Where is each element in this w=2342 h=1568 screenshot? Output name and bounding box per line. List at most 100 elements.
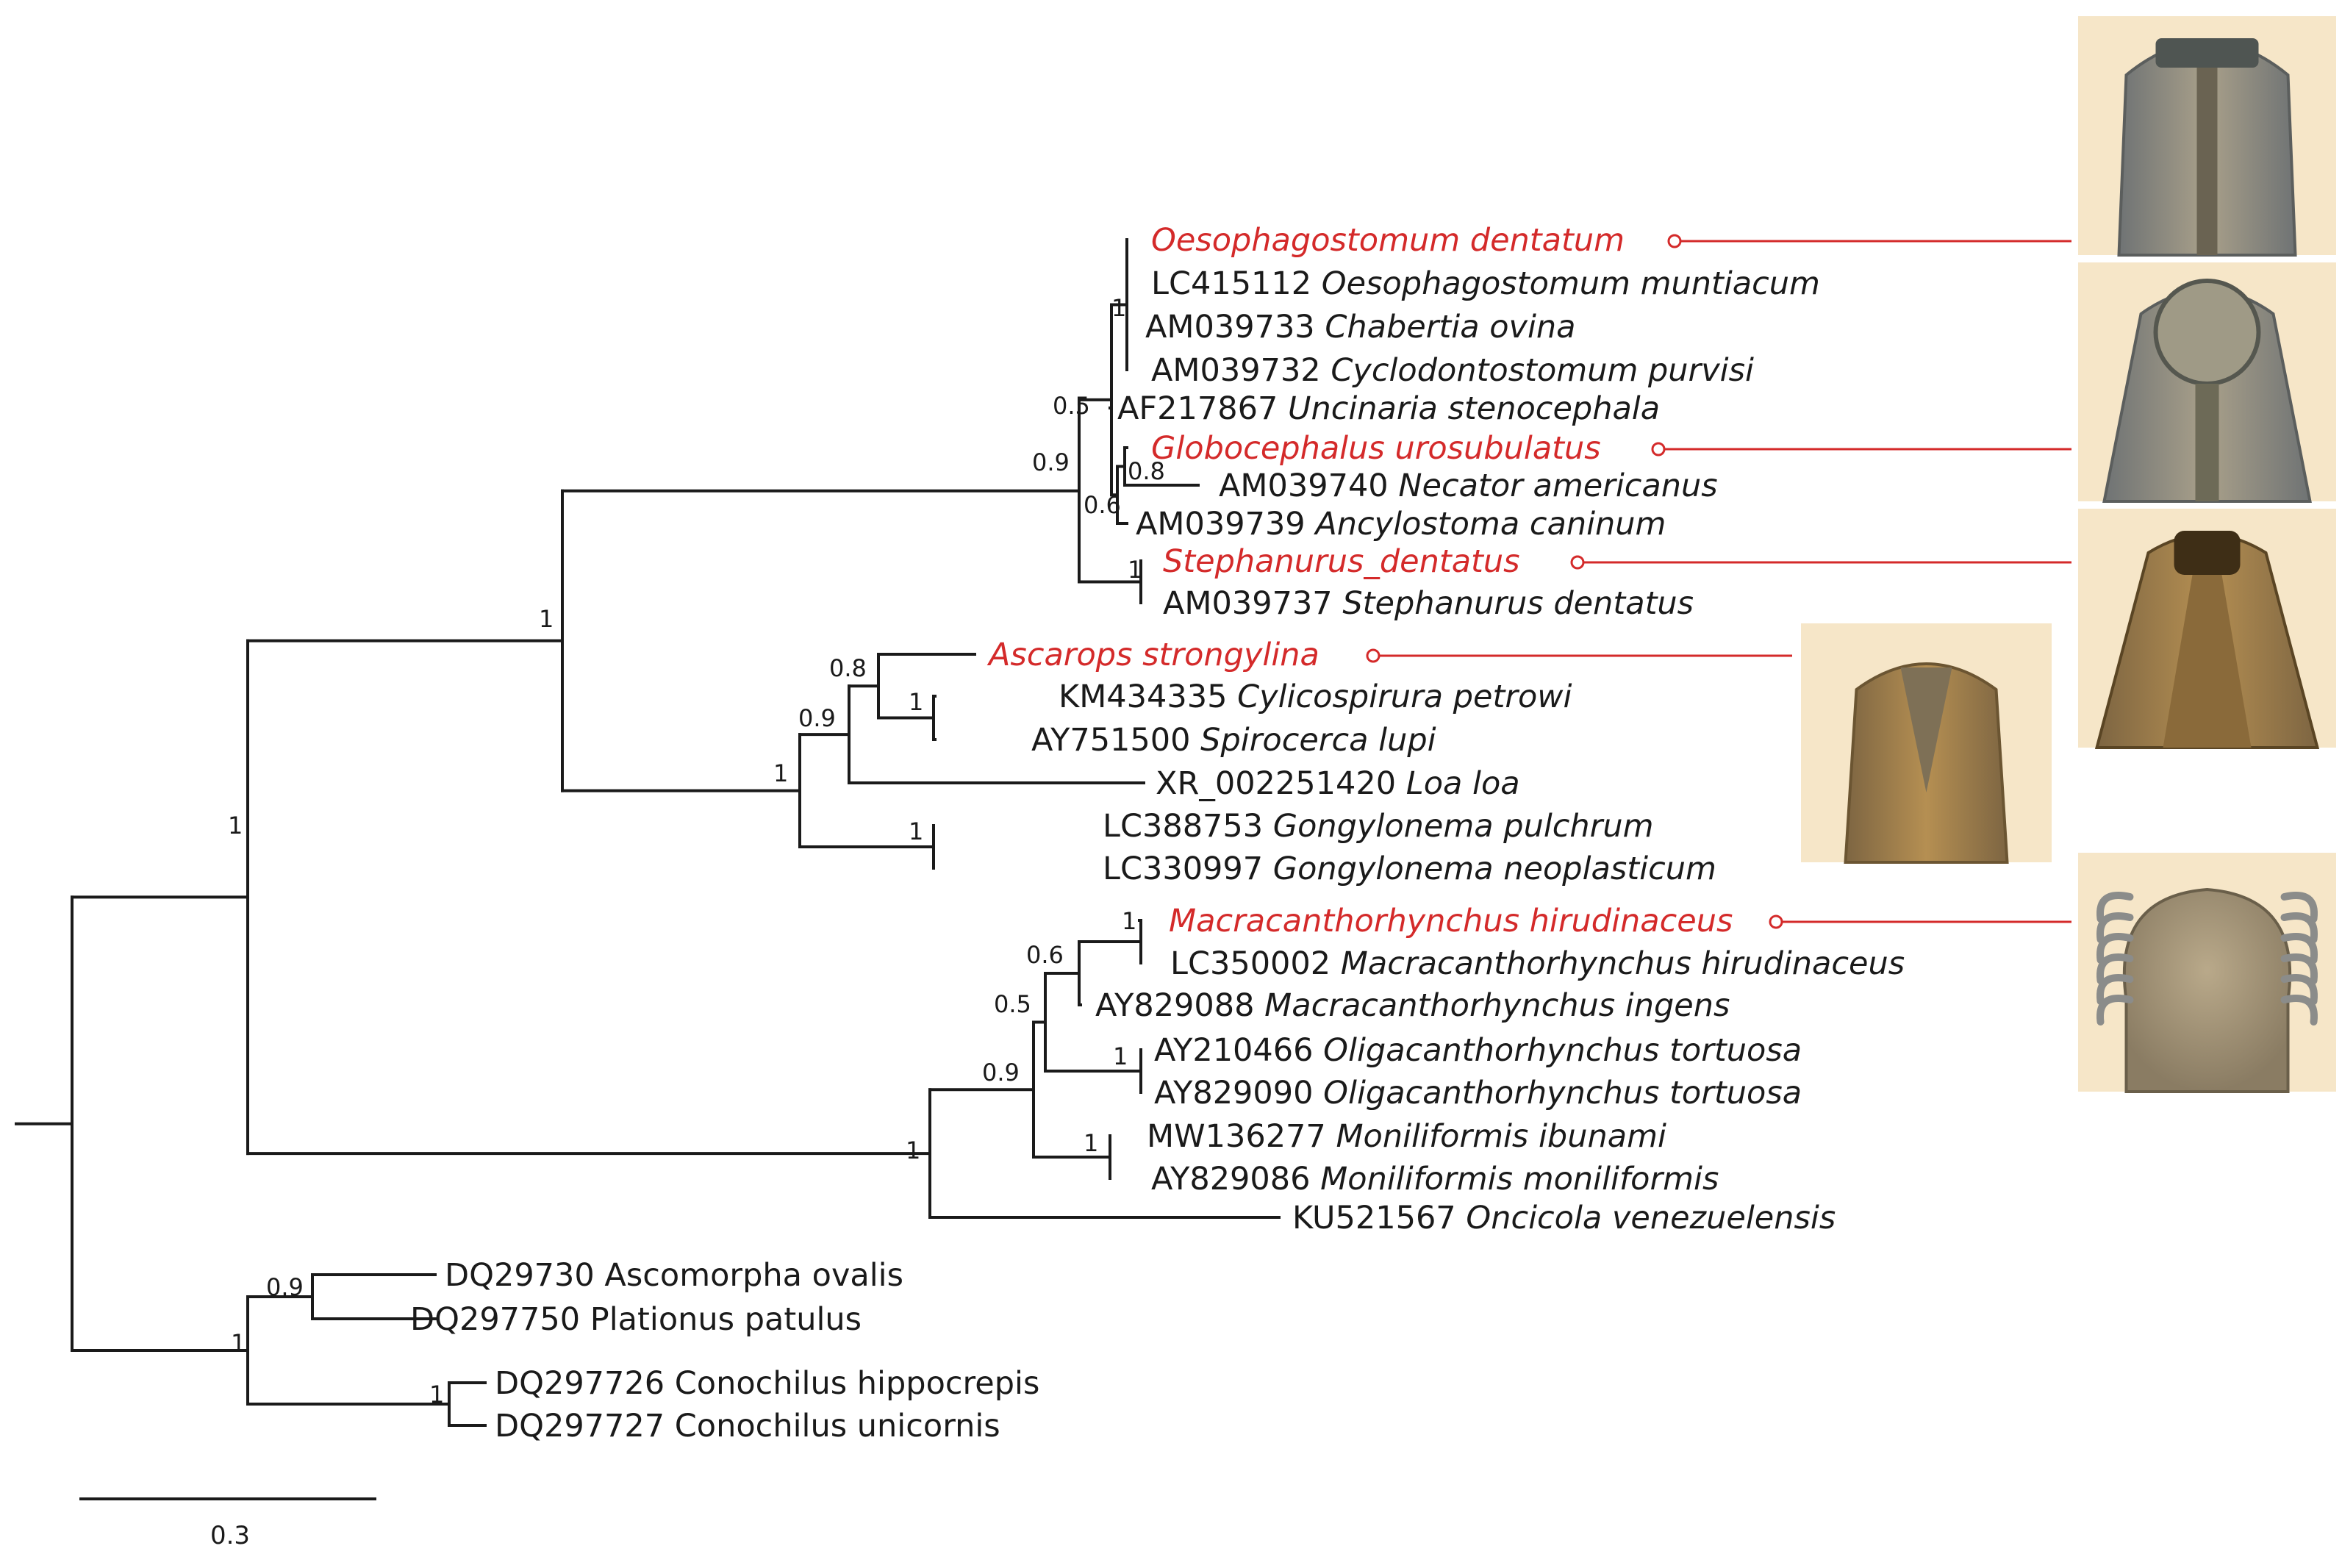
photo-detail bbox=[2096, 933, 2134, 964]
leaf-species: Stephanurus dentatus bbox=[1342, 585, 1694, 622]
photo-detail bbox=[2122, 887, 2292, 1093]
support-value: 0.8 bbox=[1128, 457, 1165, 485]
leaf-accession: AY829086 bbox=[1151, 1161, 1320, 1198]
leaf-label: AY751500 Spirocerca lupi bbox=[1031, 722, 1436, 759]
leaf-species: Ancylostoma caninum bbox=[1313, 506, 1666, 543]
photo-detail bbox=[2196, 68, 2218, 255]
leaf-accession: DQ297727 bbox=[495, 1408, 675, 1445]
leaf-label: Macracanthorhynchus hirudinaceus bbox=[1169, 903, 1733, 939]
photo-detail bbox=[2096, 974, 2134, 1005]
support-value: 1 bbox=[773, 759, 788, 787]
connector-dot bbox=[1651, 442, 1666, 457]
leaf-label: DQ297726 Conochilus hippocrepis bbox=[495, 1365, 1039, 1402]
tree-branches bbox=[15, 238, 1281, 1427]
connector-dot bbox=[1570, 555, 1585, 570]
leaf-accession: AY829088 bbox=[1095, 987, 1264, 1024]
connector-dot bbox=[1667, 234, 1682, 248]
support-value: 0.8 bbox=[829, 654, 867, 682]
connector-dot bbox=[1769, 914, 1783, 929]
photo-detail bbox=[2280, 953, 2318, 984]
support-value: 1 bbox=[231, 1329, 246, 1357]
support-value: 1 bbox=[429, 1381, 444, 1408]
leaf-accession: AF217867 bbox=[1117, 390, 1288, 427]
leaf-species: Gongylonema neoplasticum bbox=[1273, 851, 1716, 887]
leaf-accession: LC415112 bbox=[1151, 265, 1322, 302]
leaf-species: Stephanurus_dentatus bbox=[1163, 543, 1520, 580]
photo-connectors bbox=[1366, 234, 2071, 929]
leaf-species: Necator americanus bbox=[1398, 468, 1717, 504]
photo-detail bbox=[2096, 892, 2134, 923]
leaf-label: LC388753 Gongylonema pulchrum bbox=[1103, 808, 1654, 845]
leaf-label: AM039739 Ancylostoma caninum bbox=[1136, 506, 1666, 543]
leaf-accession: AM039737 bbox=[1163, 585, 1342, 622]
specimen-photo bbox=[1801, 623, 2052, 864]
scale-bar-label: 0.3 bbox=[210, 1521, 250, 1550]
leaf-label: LC415112 Oesophagostomum muntiacum bbox=[1151, 265, 1820, 302]
leaf-accession: AM039739 bbox=[1136, 506, 1315, 543]
specimen-photo bbox=[2078, 853, 2336, 1093]
leaf-label: Globocephalus urosubulatus bbox=[1151, 430, 1601, 467]
leaf-species: Conochilus unicornis bbox=[675, 1408, 1000, 1445]
leaf-label: AM039732 Cyclodontostomum purvisi bbox=[1151, 352, 1754, 389]
photo-detail bbox=[2096, 995, 2134, 1025]
support-value: 0.6 bbox=[1084, 491, 1121, 519]
support-value: 0.9 bbox=[1032, 448, 1070, 476]
photo-detail bbox=[2096, 912, 2134, 943]
leaf-label: AM039733 Chabertia ovina bbox=[1145, 309, 1576, 346]
leaf-label: AM039740 Necator americanus bbox=[1219, 468, 1718, 504]
photo-detail bbox=[2195, 384, 2219, 501]
support-value: 0.5 bbox=[994, 990, 1031, 1018]
leaf-label: Oesophagostomum dentatum bbox=[1151, 222, 1625, 259]
leaf-label: Ascarops strongylina bbox=[986, 637, 1319, 673]
leaf-accession: AM039740 bbox=[1219, 468, 1398, 504]
leaf-species: Ascarops strongylina bbox=[986, 637, 1319, 673]
photo-detail bbox=[2280, 912, 2318, 943]
leaf-accession: DQ29730 bbox=[445, 1257, 604, 1294]
photo-detail bbox=[2174, 531, 2241, 575]
leaf-species: Chabertia ovina bbox=[1325, 309, 1575, 346]
leaf-accession: AY210466 bbox=[1154, 1032, 1323, 1069]
photo-detail bbox=[2280, 892, 2318, 923]
leaf-accession: MW136277 bbox=[1147, 1118, 1336, 1155]
specimen-photos bbox=[1801, 16, 2336, 1093]
leaf-label: DQ297727 Conochilus unicornis bbox=[495, 1408, 1000, 1445]
leaf-species: Ascomorpha ovalis bbox=[604, 1257, 903, 1294]
photo-detail bbox=[2163, 575, 2252, 748]
leaf-species: Spirocerca lupi bbox=[1200, 722, 1436, 759]
support-value: 1 bbox=[906, 1136, 920, 1164]
leaf-label: KU521567 Oncicola venezuelensis bbox=[1292, 1200, 1836, 1236]
leaf-species: Oesophagostomum dentatum bbox=[1151, 222, 1625, 259]
leaf-label: DQ29730 Ascomorpha ovalis bbox=[445, 1257, 903, 1294]
leaf-accession: AM039733 bbox=[1145, 309, 1325, 346]
leaf-accession: XR_002251420 bbox=[1156, 765, 1406, 802]
leaf-label: AY829090 Oligacanthorhynchus tortuosa bbox=[1154, 1075, 1802, 1111]
leaf-species: Oncicola venezuelensis bbox=[1466, 1200, 1836, 1236]
leaf-species: Macracanthorhynchus hirudinaceus bbox=[1169, 903, 1733, 939]
support-value: 1 bbox=[1084, 1129, 1098, 1157]
leaf-accession: KM434335 bbox=[1059, 679, 1237, 715]
photo-detail bbox=[2155, 38, 2259, 68]
leaf-accession: DQ297750 bbox=[410, 1301, 590, 1338]
leaf-species: Loa loa bbox=[1406, 765, 1520, 802]
leaf-species: Cyclodontostomum purvisi bbox=[1331, 352, 1754, 389]
leaf-accession: LC350002 bbox=[1170, 945, 1341, 982]
photo-detail bbox=[2153, 279, 2261, 386]
leaf-label: AY829088 Macracanthorhynchus ingens bbox=[1095, 987, 1730, 1024]
leaf-species: Macracanthorhynchus hirudinaceus bbox=[1341, 945, 1905, 982]
support-value: 0.9 bbox=[798, 704, 836, 732]
support-value: 1 bbox=[1111, 294, 1126, 322]
support-value: 1 bbox=[539, 605, 554, 633]
leaf-label: LC350002 Macracanthorhynchus hirudinaceu… bbox=[1170, 945, 1905, 982]
leaf-species: Moniliformis ibunami bbox=[1336, 1118, 1666, 1155]
leaf-species: Gongylonema pulchrum bbox=[1273, 808, 1654, 845]
leaf-species: Oligacanthorhynchus tortuosa bbox=[1323, 1075, 1802, 1111]
leaf-label: KM434335 Cylicospirura petrowi bbox=[1059, 679, 1572, 715]
support-value: 1 bbox=[228, 812, 243, 840]
leaf-accession: AY829090 bbox=[1154, 1075, 1323, 1111]
support-value: 1 bbox=[1113, 1042, 1128, 1070]
leaf-label: XR_002251420 Loa loa bbox=[1156, 765, 1520, 802]
leaf-accession: DQ297726 bbox=[495, 1365, 675, 1402]
leaf-species: Oligacanthorhynchus tortuosa bbox=[1323, 1032, 1802, 1069]
photo-detail bbox=[2280, 995, 2318, 1025]
